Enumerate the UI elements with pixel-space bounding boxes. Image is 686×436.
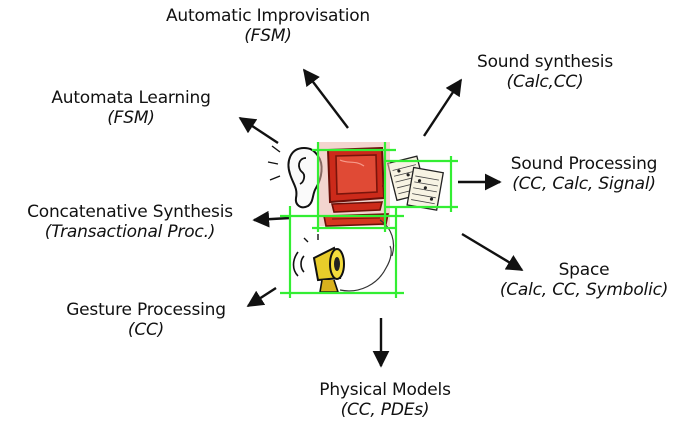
node-gesture-processing-sub: (CC) <box>127 320 165 341</box>
arrow-to-automata-learning <box>238 116 279 145</box>
node-sound-processing-name: Sound Processing <box>510 154 658 174</box>
ear-icon <box>267 145 323 209</box>
node-space: Space (Calc, CC, Symbolic) <box>499 260 669 301</box>
arrow-to-sound-synthesis <box>422 78 463 137</box>
node-physical-models: Physical Models (CC, PDEs) <box>319 380 451 421</box>
arrow-to-space <box>461 232 524 272</box>
arrow-to-concatenative-synthesis <box>252 210 291 228</box>
node-automatic-improvisation-name: Automatic Improvisation <box>166 6 370 26</box>
node-automata-learning-name: Automata Learning <box>51 88 211 108</box>
node-physical-models-sub: (CC, PDEs) <box>340 400 430 421</box>
node-sound-processing-sub: (CC, Calc, Signal) <box>512 174 656 195</box>
node-physical-models-name: Physical Models <box>319 380 451 400</box>
node-concatenative-synthesis-sub: (Transactional Proc.) <box>44 222 216 243</box>
node-sound-synthesis-name: Sound synthesis <box>477 52 613 72</box>
node-gesture-processing: Gesture Processing (CC) <box>66 300 226 340</box>
node-concatenative-synthesis: Concatenative Synthesis (Transactional P… <box>27 202 233 242</box>
node-automatic-improvisation: Automatic Improvisation (FSM) <box>166 6 370 46</box>
speaker-icon <box>292 234 392 293</box>
node-space-sub: (Calc, CC, Symbolic) <box>499 280 669 301</box>
arrow-to-automatic-improvisation <box>302 68 349 129</box>
node-sound-processing: Sound Processing (CC, Calc, Signal) <box>511 154 658 194</box>
node-sound-synthesis: Sound synthesis (Calc,CC) <box>477 52 613 92</box>
node-sound-synthesis-sub: (Calc,CC) <box>506 72 584 93</box>
arrow-to-gesture-processing <box>246 286 277 308</box>
sheet-music-icon <box>386 155 445 211</box>
node-space-name: Space <box>558 260 610 280</box>
node-automatic-improvisation-sub: (FSM) <box>244 26 292 47</box>
grid-lines <box>280 142 458 298</box>
arrows <box>238 68 524 368</box>
node-automata-learning: Automata Learning (FSM) <box>51 88 211 129</box>
node-concatenative-synthesis-name: Concatenative Synthesis <box>27 202 233 222</box>
computer-icon <box>318 142 395 257</box>
node-gesture-processing-name: Gesture Processing <box>66 300 226 320</box>
node-automata-learning-sub: (FSM) <box>107 108 155 129</box>
